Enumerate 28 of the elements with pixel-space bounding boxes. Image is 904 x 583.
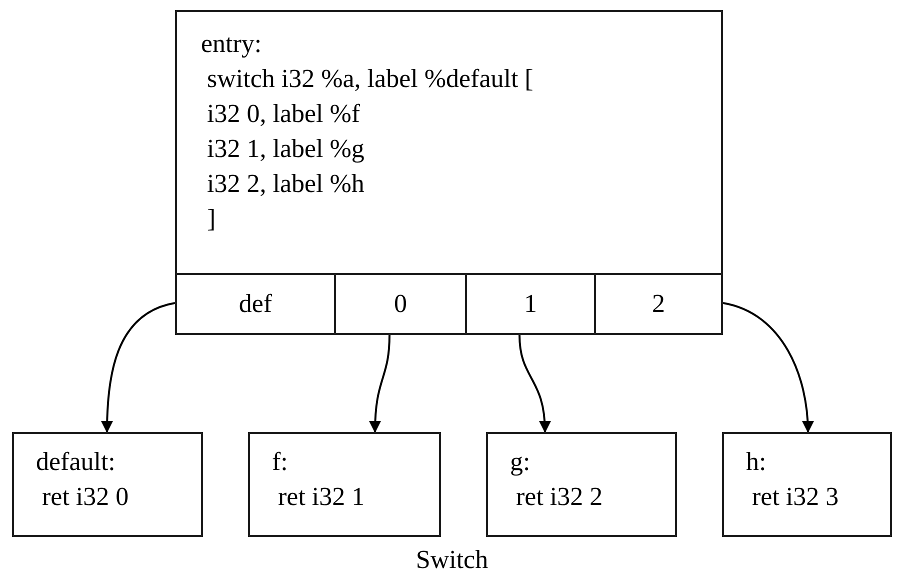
code-line: i32 2, label %h [206, 168, 364, 200]
block-label: default: [36, 446, 116, 478]
arrow [722, 302, 814, 433]
arrow [369, 334, 390, 433]
basic-block [722, 432, 892, 537]
arrow [101, 302, 176, 433]
port-cell: 1 [465, 273, 594, 333]
diagram-caption: Switch [414, 545, 490, 575]
basic-block [12, 432, 203, 537]
port-cell: 2 [594, 273, 721, 333]
basic-block [486, 432, 677, 537]
arrow [518, 334, 551, 433]
code-line: i32 0, label %f [206, 98, 360, 130]
code-line: switch i32 %a, label %default [ [206, 63, 534, 95]
code-line: ret i32 0 [41, 481, 129, 513]
basic-block [175, 10, 723, 335]
port-cell: def [177, 273, 334, 333]
code-line: ret i32 2 [515, 481, 603, 513]
code-line: ret i32 1 [277, 481, 365, 513]
code-line: ret i32 3 [751, 481, 839, 513]
code-line: i32 1, label %g [206, 133, 364, 165]
block-label: f: [272, 446, 288, 478]
code-line: ] [206, 203, 216, 235]
block-label: entry: [201, 28, 262, 60]
block-label: g: [510, 446, 530, 478]
basic-block [248, 432, 441, 537]
port-cell: 0 [334, 273, 465, 333]
block-label: h: [746, 446, 766, 478]
